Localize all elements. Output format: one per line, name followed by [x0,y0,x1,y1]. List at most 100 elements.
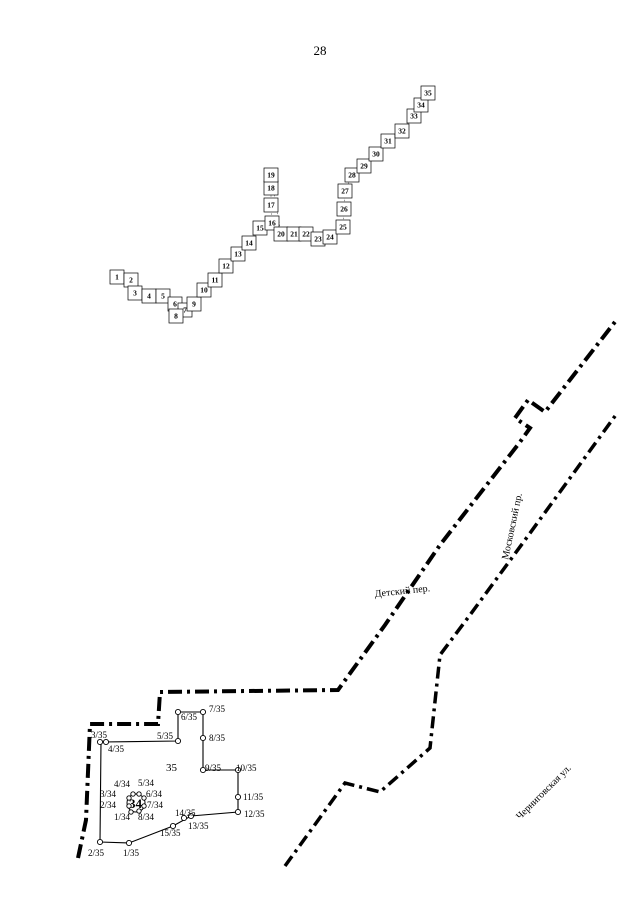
index-tile-label: 24 [326,233,334,242]
index-tile: 17 [263,197,279,213]
detsky-road-line [76,316,620,859]
index-tile-label: 30 [372,150,380,159]
street-label-moskovsky: Московский пр. [500,492,525,561]
boundary-point-35: 2/35 [88,838,105,858]
boundary-point-marker [199,766,207,774]
boundary-point-marker [126,803,132,809]
boundary-point-marker [234,766,242,774]
boundary-point-marker [125,839,133,847]
index-tile-label: 23 [314,235,322,244]
boundary-point-35: 11/35 [234,792,264,802]
index-tile: 28 [344,167,360,183]
index-tile-box [155,288,171,304]
boundary-point-34: 1/34 [114,809,134,822]
index-tile: 31 [380,133,396,149]
boundary-point-marker [102,738,110,746]
index-tile-box [380,133,396,149]
index-tile-box [263,197,279,213]
index-tile-label: 17 [267,201,275,210]
index-tile: 19 [263,167,279,183]
index-tile: 22 [298,226,314,242]
index-tile-box [263,167,279,183]
boundary-point-34: 7/34 [141,800,164,810]
index-tile-label: 5 [161,292,165,301]
boundary-point-label: 2/34 [100,800,117,810]
parcel-34-label: 34 [129,796,143,811]
boundary-point-label: 4/35 [108,744,125,754]
boundary-point-marker [141,803,147,809]
index-tile-box [218,258,234,274]
index-tile-label: 2 [129,276,133,285]
index-tile: 9 [186,296,202,312]
boundary-point-35: 5/35 [157,731,182,745]
boundary-point-marker [130,791,136,797]
index-tile-box [337,183,353,199]
index-tile: 27 [337,183,353,199]
boundary-point-35: 7/35 [199,704,226,716]
boundary-point-label: 1/34 [114,812,131,822]
index-tile-label: 18 [267,184,275,193]
index-tile-box [241,235,257,251]
boundary-point-marker [141,795,147,801]
boundary-point-label: 5/35 [157,731,174,741]
boundary-point-marker [174,708,182,716]
chernigovskaya-road-line [283,410,620,868]
index-tile: 35 [420,85,436,101]
index-tile-label: 16 [268,219,276,228]
index-tile: 8 [168,308,184,324]
index-tile: 20 [273,226,289,242]
index-tile: 30 [368,146,384,162]
index-tile-box [356,158,372,174]
index-tile: 13 [230,246,246,262]
index-tile-label: 25 [339,223,347,232]
index-tile-box [207,272,223,288]
boundary-point-label: 3/34 [100,789,117,799]
index-tile-box [335,219,351,235]
boundary-point-marker [234,793,242,801]
boundary-point-marker [128,809,134,815]
boundary-point-label: 8/34 [138,812,155,822]
index-tile: 2 [123,272,139,288]
boundary-point-35: 3/35 [91,730,108,746]
parcel-34-ring [126,793,146,813]
page-number: 28 [313,43,327,58]
index-tile-label: 14 [245,239,253,248]
boundary-point-35: 4/35 [102,738,125,754]
index-tile-label: 3 [133,289,137,298]
index-tile-label: 31 [384,137,392,146]
boundary-point-35: 1/35 [123,839,140,858]
index-tile-label: 32 [398,127,406,136]
boundary-point-34: 8/34 [136,808,155,822]
index-tile-box [368,146,384,162]
index-tile-label: 8 [174,312,178,321]
boundary-point-label: 12/35 [244,809,265,819]
index-tile-box [344,167,360,183]
boundary-point-label: 15/35 [160,828,181,838]
index-tile-box [196,282,212,298]
parcel-35-label: 35 [166,762,178,774]
boundary-point-34: 4/34 [114,779,136,797]
boundary-point-label: 6/34 [146,789,163,799]
index-tile-label: 4 [147,292,151,301]
index-tile: 10 [196,282,212,298]
boundary-point-marker [199,708,207,716]
boundary-point-label: 10/35 [236,763,257,773]
parcel-34-marker-group: 34 [126,793,146,813]
boundary-point-label: 2/35 [88,848,105,858]
index-tile-label: 10 [200,286,208,295]
index-tile-box [394,123,410,139]
index-tile-box [168,308,184,324]
index-tile: 11 [207,272,223,288]
boundary-point-marker [180,814,188,822]
boundary-point-label: 11/35 [243,792,264,802]
index-tile-label: 35 [424,89,432,98]
boundary-point-35: 6/35 [174,708,198,722]
boundary-point-34: 5/34 [136,778,155,797]
boundary-point-marker [96,838,104,846]
index-tile-box [322,229,338,245]
index-tile-label: 29 [360,162,368,171]
index-tile-label: 26 [340,205,348,214]
boundary-point-35: 8/35 [199,733,226,743]
index-tile-label: 27 [341,187,349,196]
